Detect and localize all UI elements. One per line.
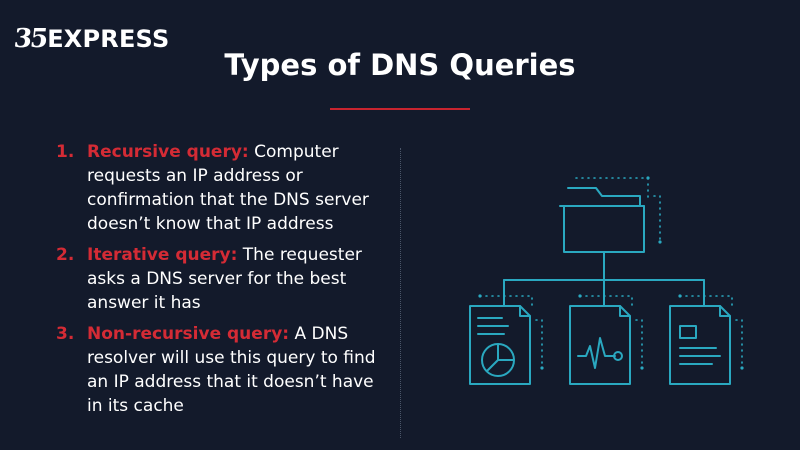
brand-name: EXPRESS — [47, 25, 170, 53]
list-item-iterative: 2. Iterative query: The requester asks a… — [56, 243, 376, 315]
item-term: Non-recursive query: — [87, 324, 290, 344]
item-text: The requester asks a DNS server for the … — [87, 245, 362, 313]
hierarchy-connectors — [503, 251, 705, 307]
pie-chart-document-icon — [469, 294, 544, 385]
dns-hierarchy-diagram — [469, 176, 744, 385]
item-number: 3. — [56, 324, 75, 344]
item-description: Non-recursive query: A DNS resolver will… — [87, 322, 376, 418]
item-number: 1. — [56, 142, 75, 162]
folder-icon — [559, 176, 662, 253]
item-term: Iterative query: — [87, 245, 238, 265]
item-description: Iterative query: The requester asks a DN… — [87, 243, 376, 315]
pulse-document-icon — [569, 294, 644, 385]
item-text: A DNS resolver will use this query to fi… — [87, 324, 376, 416]
item-term: Recursive query: — [87, 142, 249, 162]
brand-logo: 35 EXPRESS — [12, 24, 170, 54]
layout-document-icon — [669, 294, 744, 385]
list-item-non-recursive: 3. Non-recursive query: A DNS resolver w… — [56, 322, 376, 418]
title-underline — [330, 108, 470, 110]
item-text: Computer requests an IP address or confi… — [87, 142, 369, 234]
list-item-recursive: 1. Recursive query: Computer requests an… — [56, 140, 376, 236]
page-title: Types of DNS Queries — [224, 48, 576, 82]
column-divider — [400, 148, 401, 438]
query-types-list: 1. Recursive query: Computer requests an… — [56, 140, 376, 425]
item-description: Recursive query: Computer requests an IP… — [87, 140, 376, 236]
item-number: 2. — [56, 245, 75, 265]
